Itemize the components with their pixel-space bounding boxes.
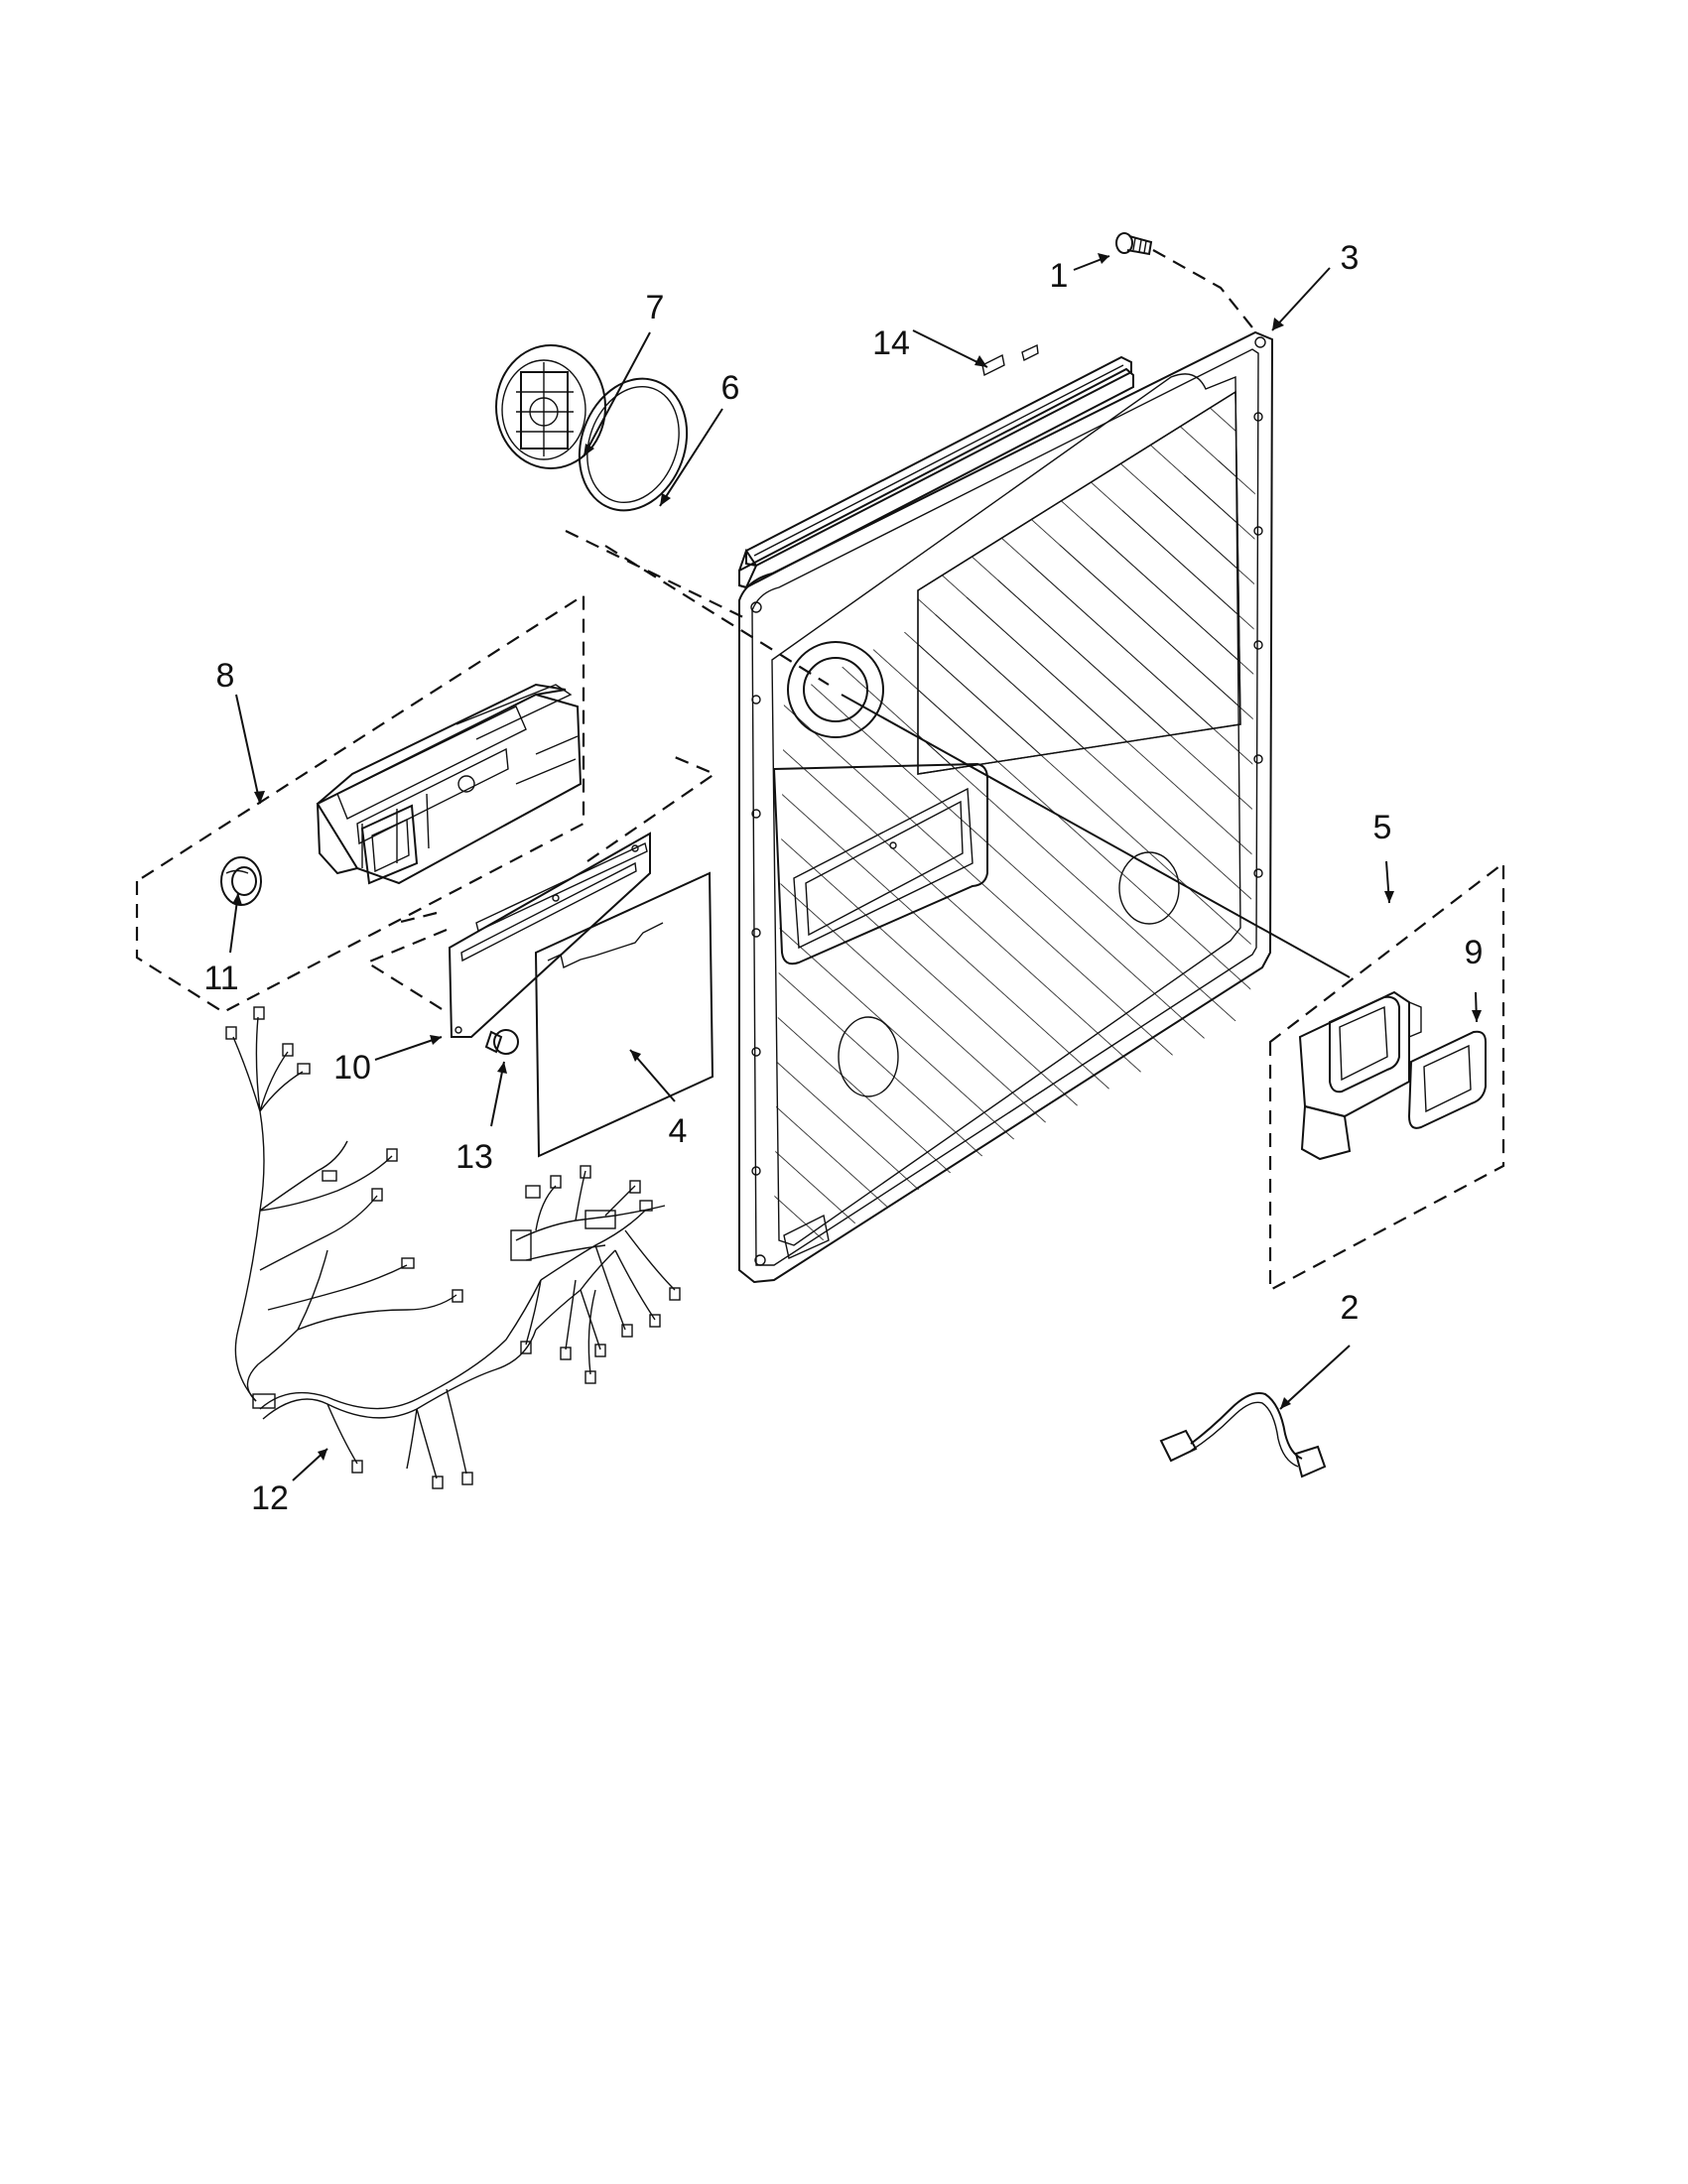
dispenser-group-outline <box>135 592 585 1014</box>
dispenser-assembly <box>316 683 583 885</box>
knob-part-11 <box>220 856 262 906</box>
latch-assembly <box>1298 990 1422 1161</box>
callout-1: 1 <box>1050 257 1069 295</box>
latch-group-outline <box>1268 860 1505 1292</box>
alignment-lines <box>565 249 1351 978</box>
top-trim-strip <box>738 343 1134 589</box>
callout-13: 13 <box>455 1138 493 1176</box>
control-board-cover <box>534 871 714 1158</box>
callout-labels: 1 2 3 4 5 6 7 8 9 10 11 12 13 14 <box>203 239 1483 1517</box>
callout-14: 14 <box>872 324 910 362</box>
wire-harness <box>232 1016 676 1479</box>
callout-6: 6 <box>721 369 740 407</box>
callout-2: 2 <box>1341 1289 1360 1327</box>
callout-5: 5 <box>1373 809 1392 846</box>
callout-8: 8 <box>216 657 235 695</box>
inner-door-panel <box>738 330 1274 1284</box>
leader-arrows <box>229 253 1482 1481</box>
harness-connectors <box>225 1006 681 1489</box>
screw-part-1 <box>1115 232 1153 256</box>
gasket-ring <box>578 377 689 512</box>
callout-11: 11 <box>203 960 238 997</box>
callout-10: 10 <box>333 1049 371 1087</box>
control-board <box>448 832 651 1038</box>
callout-3: 3 <box>1341 239 1360 277</box>
callout-4: 4 <box>669 1112 688 1150</box>
callout-12: 12 <box>251 1479 289 1517</box>
callout-9: 9 <box>1465 934 1484 971</box>
callout-7: 7 <box>646 289 665 326</box>
cable-part-2 <box>1159 1392 1327 1478</box>
control-board-group-outline <box>364 755 717 1013</box>
latch-gasket <box>1407 1030 1487 1129</box>
screw-part-13 <box>484 1029 519 1055</box>
panel-rivets <box>750 336 1266 1266</box>
